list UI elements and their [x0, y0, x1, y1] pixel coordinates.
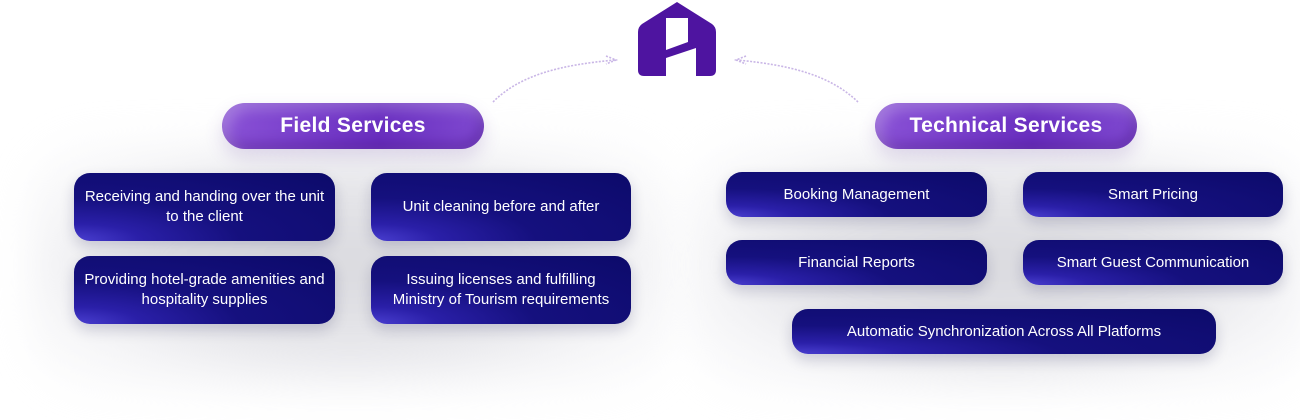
technical-service-card-automatic-synchronization: Automatic Synchronization Across All Pla…: [792, 309, 1216, 354]
h-house-logo-icon: [638, 2, 716, 76]
technical-service-card-booking-management: Booking Management: [726, 172, 987, 217]
field-services-header: Field Services: [222, 103, 484, 149]
left-arrow-head: [605, 55, 619, 65]
right-arrow-head: [733, 55, 747, 65]
field-service-card-hotel-amenities: Providing hotel-grade amenities and hosp…: [74, 256, 335, 324]
technical-service-card-smart-pricing: Smart Pricing: [1023, 172, 1283, 217]
right-curved-arrow: [736, 59, 859, 103]
field-service-card-unit-cleaning: Unit cleaning before and after: [371, 173, 631, 241]
technical-service-card-smart-guest-communication: Smart Guest Communication: [1023, 240, 1283, 285]
technical-service-card-financial-reports: Financial Reports: [726, 240, 987, 285]
field-service-card-receiving-handing-over: Receiving and handing over the unit to t…: [74, 173, 335, 241]
field-service-card-licenses: Issuing licenses and fulfilling Ministry…: [371, 256, 631, 324]
technical-services-header: Technical Services: [875, 103, 1137, 149]
left-curved-arrow: [492, 59, 616, 103]
